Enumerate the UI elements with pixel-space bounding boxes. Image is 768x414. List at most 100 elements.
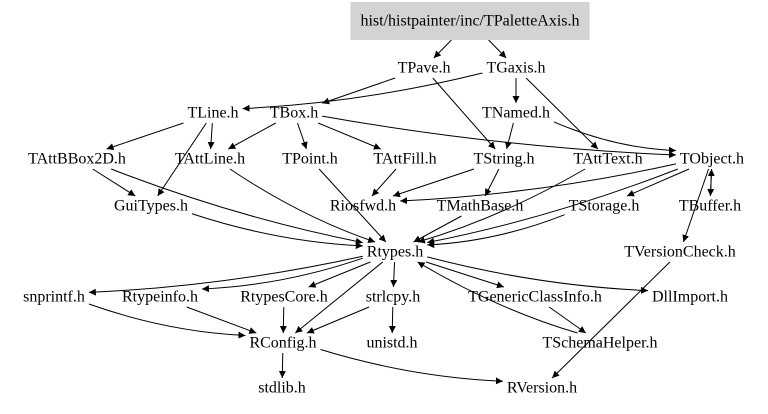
node-rtypes-core: RtypesCore.h — [240, 289, 328, 306]
edge-tbox-to-tatt-line — [228, 122, 276, 150]
node-tversion-check: TVersionCheck.h — [624, 244, 736, 261]
node-tline: TLine.h — [187, 105, 238, 122]
node-label: RConfig.h — [249, 335, 316, 352]
node-label: unistd.h — [366, 335, 417, 352]
node-label: hist/histpainter/inc/TPaletteAxis.h — [360, 13, 579, 30]
node-tmath-base: TMathBase.h — [437, 198, 524, 215]
node-tpave: TPave.h — [398, 60, 451, 77]
node-tobject: TObject.h — [680, 151, 744, 168]
edge-tatt-fill-to-riosfwd — [371, 168, 397, 197]
node-label: TGaxis.h — [486, 60, 545, 77]
node-label: Rtypes.h — [367, 244, 423, 261]
node-tnamed: TNamed.h — [482, 105, 550, 122]
edge-strlcpy-to-unistd — [388, 306, 396, 334]
edge-tstring-to-tmath-base — [484, 168, 500, 197]
node-tschema-helper: TSchemaHelper.h — [542, 335, 657, 352]
node-rtypeinfo: Rtypeinfo.h — [122, 289, 198, 306]
edge-tobject-to-tstorage — [626, 168, 690, 197]
edge-tobject-to-rtypes — [427, 168, 679, 245]
node-label: TPoint.h — [282, 151, 338, 168]
node-label: TSchemaHelper.h — [542, 335, 657, 352]
edge-tatt-bbox2-d-to-gui-types — [92, 168, 136, 197]
edge-tbox-to-tatt-fill — [317, 122, 382, 150]
node-label: TString.h — [474, 151, 535, 168]
edge-tbox-to-tpoint — [297, 122, 308, 150]
edge-tbox-to-tobject — [322, 115, 676, 159]
edge-tatt-bbox2-d-to-rtypes — [111, 168, 363, 245]
node-riosfwd: Riosfwd.h — [330, 198, 396, 215]
node-stdlib: stdlib.h — [258, 380, 306, 397]
edge-root-to-tgaxis — [488, 39, 507, 59]
node-gui-types: GuiTypes.h — [114, 198, 188, 215]
node-tatt-fill: TAttFill.h — [373, 151, 436, 168]
node-label: Rtypeinfo.h — [122, 289, 198, 306]
node-strlcpy: strlcpy.h — [366, 289, 421, 306]
node-dll-import: DllImport.h — [652, 289, 728, 306]
edge-tline-to-tatt-bbox2-d — [106, 122, 184, 151]
edge-rconfig-to-stdlib — [278, 352, 286, 379]
edge-tpave-to-tstring — [432, 77, 496, 150]
edge-root-to-tpave — [433, 39, 452, 59]
edge-tmath-base-to-rtypes — [413, 215, 462, 243]
node-root: hist/histpainter/inc/TPaletteAxis.h — [350, 2, 590, 40]
node-label: GuiTypes.h — [114, 198, 188, 215]
edge-tline-to-gui-types — [157, 122, 207, 197]
node-tatt-text: TAttText.h — [573, 151, 642, 168]
node-label: snprintf.h — [23, 289, 85, 306]
node-label: TNamed.h — [482, 105, 550, 122]
node-rversion: RVersion.h — [507, 380, 577, 397]
edge-layer — [88, 39, 715, 385]
node-tgeneric-class-info: TGenericClassInfo.h — [468, 289, 602, 306]
node-tatt-bbox2-d: TAttBBox2D.h — [28, 151, 126, 168]
edge-tgeneric-class-info-to-tschema-helper — [548, 306, 587, 334]
edge-gui-types-to-rtypes — [191, 213, 363, 250]
edge-rtypeinfo-to-rconfig — [186, 306, 257, 334]
edge-rtypes-core-to-rconfig — [279, 306, 287, 334]
edge-strlcpy-to-rconfig — [306, 306, 370, 334]
node-label: TAttBBox2D.h — [28, 151, 126, 168]
edge-tgaxis-to-tatt-text — [525, 77, 599, 150]
edge-tnamed-to-tobject — [553, 121, 676, 154]
root-node-box — [350, 2, 590, 40]
node-label: TStorage.h — [569, 198, 640, 215]
node-label: TObject.h — [680, 151, 744, 168]
edge-rtypes-to-rtypes-core — [308, 261, 371, 288]
node-rconfig: RConfig.h — [249, 335, 316, 352]
edge-tobject-to-tversion-check — [682, 168, 710, 243]
edge-tpoint-to-rtypes — [318, 168, 387, 243]
node-tbox: TBox.h — [270, 105, 318, 122]
edge-rtypes-to-rtypeinfo — [201, 257, 363, 293]
node-tpoint: TPoint.h — [282, 151, 338, 168]
node-tbuffer: TBuffer.h — [679, 198, 741, 215]
edge-tnamed-to-tstring — [504, 122, 514, 150]
edge-snprintf-to-rconfig — [88, 303, 246, 339]
node-label: TLine.h — [187, 105, 238, 122]
node-tstorage: TStorage.h — [569, 198, 640, 215]
node-unistd: unistd.h — [366, 335, 417, 352]
node-label: stdlib.h — [258, 380, 306, 397]
edge-tatt-line-to-rtypes — [229, 168, 376, 244]
edge-rtypes-to-snprintf — [88, 255, 363, 296]
node-label: TAttLine.h — [175, 151, 245, 168]
node-label: RVersion.h — [507, 380, 577, 397]
node-label: Riosfwd.h — [330, 198, 396, 215]
node-label: TAttText.h — [573, 151, 642, 168]
node-label: DllImport.h — [652, 289, 728, 306]
node-rtypes: Rtypes.h — [367, 244, 423, 261]
edge-tbuffer-to-tobject — [707, 168, 715, 197]
edge-rtypes-to-dll-import — [427, 256, 649, 294]
edge-tpave-to-tbox — [322, 77, 396, 105]
node-tstring: TString.h — [474, 151, 535, 168]
edge-tstring-to-riosfwd — [392, 168, 475, 198]
edge-tatt-text-to-rtypes — [417, 168, 586, 244]
node-label: TPave.h — [398, 60, 451, 77]
edge-tversion-check-to-rversion — [551, 261, 671, 379]
edge-rtypes-to-strlcpy — [390, 261, 398, 288]
node-tatt-line: TAttLine.h — [175, 151, 245, 168]
node-label: TAttFill.h — [373, 151, 436, 168]
node-tgaxis: TGaxis.h — [486, 60, 545, 77]
edge-tobject-to-riosfwd — [400, 163, 677, 205]
node-label: RtypesCore.h — [240, 289, 328, 306]
edge-rtypes-to-tgeneric-class-info — [425, 261, 505, 289]
